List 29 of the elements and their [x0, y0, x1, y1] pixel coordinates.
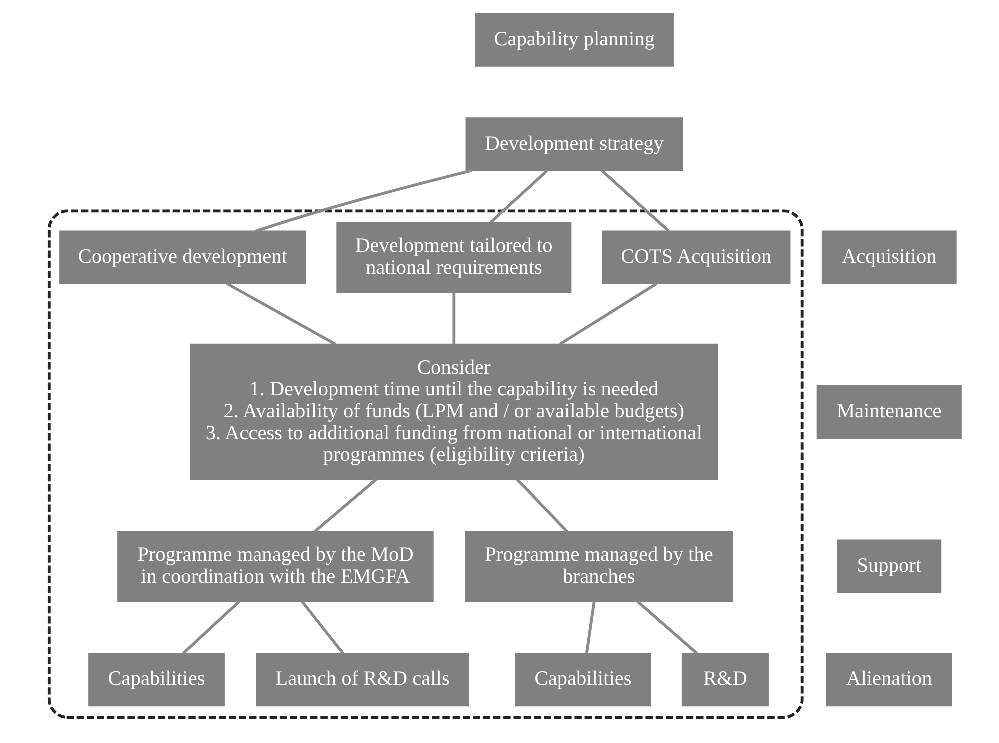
connector	[452, 292, 456, 344]
connector	[314, 478, 378, 533]
node-box: Development strategy	[466, 118, 684, 172]
node-box: Support	[837, 540, 942, 594]
node-box: Launch of R&D calls	[256, 652, 470, 707]
connector	[226, 282, 336, 346]
node-box: Development tailored to national requirements	[336, 222, 572, 294]
node-box: Programme managed by the branches	[465, 531, 734, 602]
node-box: Capabilities	[88, 652, 225, 707]
node-box: Maintenance	[816, 385, 962, 439]
connector	[490, 170, 548, 224]
connector	[182, 600, 240, 655]
node-box: COTS Acquisition	[602, 230, 791, 284]
connector	[601, 170, 670, 232]
connector	[301, 600, 344, 654]
node-box: Programme managed by the MoD in coordination with the EMGFA	[118, 531, 434, 602]
node-box: Acquisition	[822, 230, 957, 284]
node-box: Capability planning	[475, 13, 674, 67]
connector	[585, 602, 596, 654]
node-box: Alienation	[826, 652, 952, 707]
node-box: Consider 1. Development time until the capability is needed 2. Availability of funds (LPM and / or available budgets) 3. Access to additional funding from national or international programmes (eligibility criteria)	[190, 344, 718, 480]
node-box: R&D	[682, 652, 769, 707]
connector	[559, 282, 658, 346]
node-box: Capabilities	[515, 652, 652, 707]
connector	[255, 169, 473, 233]
node-box: Cooperative development	[60, 230, 306, 284]
connector	[516, 478, 568, 533]
cluster	[48, 210, 804, 719]
connector	[636, 600, 698, 655]
